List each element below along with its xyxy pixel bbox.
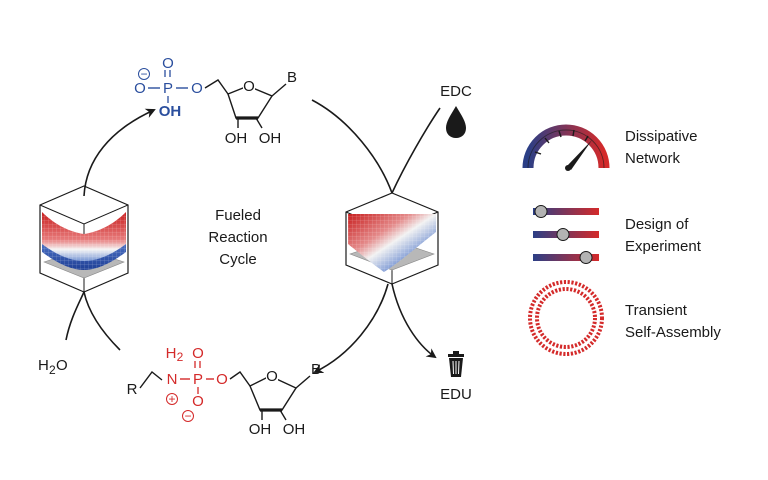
- svg-text:Fueled: Fueled: [215, 207, 261, 224]
- svg-text:Cycle: Cycle: [219, 251, 257, 268]
- svg-text:O: O: [192, 345, 204, 362]
- svg-text:B: B: [287, 69, 297, 86]
- energy-landscape-right: [345, 192, 439, 285]
- arrow-right-down: [313, 283, 389, 373]
- svg-text:EDC: EDC: [440, 83, 472, 100]
- svg-text:OH: OH: [225, 130, 248, 147]
- waste-output: EDU: [440, 351, 472, 403]
- trash-icon: [448, 351, 464, 377]
- svg-text:O: O: [243, 78, 255, 95]
- legend: Dissipative Network Design of Experiment…: [522, 124, 721, 356]
- svg-text:O: O: [191, 80, 203, 97]
- svg-text:Self-Assembly: Self-Assembly: [625, 324, 721, 341]
- svg-text:2: 2: [49, 363, 56, 377]
- svg-text:OH: OH: [159, 103, 182, 120]
- svg-text:H: H: [38, 357, 49, 374]
- svg-text:N: N: [167, 371, 178, 388]
- arrow-left-up: [83, 108, 156, 197]
- svg-text:Dissipative: Dissipative: [625, 128, 698, 145]
- arrow-bottom-left: [83, 291, 121, 351]
- svg-text:Reaction: Reaction: [208, 229, 267, 246]
- top-molecule: − O P O OH O O B OH OH: [134, 55, 297, 147]
- sliders-icon: [533, 205, 599, 264]
- fuel-input: EDC: [440, 83, 472, 138]
- svg-text:O: O: [134, 80, 146, 97]
- svg-text:O: O: [162, 55, 174, 72]
- svg-text:2: 2: [177, 350, 184, 364]
- svg-text:O: O: [192, 393, 204, 410]
- svg-text:Network: Network: [625, 150, 681, 167]
- svg-text:O: O: [216, 371, 228, 388]
- svg-text:OH: OH: [249, 421, 272, 438]
- center-label: Fueled Reaction Cycle: [208, 207, 267, 268]
- water-input: H 2 O: [38, 357, 68, 377]
- svg-text:+: +: [168, 392, 175, 406]
- svg-text:B: B: [311, 361, 321, 378]
- svg-text:OH: OH: [259, 130, 282, 147]
- svg-text:Experiment: Experiment: [625, 238, 702, 255]
- svg-text:OH: OH: [283, 421, 306, 438]
- svg-text:R: R: [127, 381, 138, 398]
- svg-text:−: −: [184, 409, 191, 423]
- svg-text:P: P: [193, 371, 203, 388]
- energy-landscape-left: [39, 185, 129, 293]
- svg-text:H: H: [166, 345, 177, 362]
- svg-text:O: O: [266, 368, 278, 385]
- arrow-water-in: [65, 291, 85, 341]
- svg-text:P: P: [163, 80, 173, 97]
- arrow-edu: [391, 283, 437, 359]
- gauge-icon: [522, 124, 610, 171]
- svg-text:Design of: Design of: [625, 216, 689, 233]
- arrow-top-right: [311, 99, 393, 194]
- arrow-edc-in: [391, 107, 441, 194]
- svg-text:Transient: Transient: [625, 302, 688, 319]
- svg-text:EDU: EDU: [440, 386, 472, 403]
- svg-text:−: −: [140, 67, 147, 81]
- svg-text:O: O: [56, 357, 68, 374]
- cycle-arrows: [65, 99, 441, 373]
- bottom-molecule: R H 2 N + P O O O − O B OH OH: [127, 345, 321, 438]
- droplet-icon: [446, 106, 466, 138]
- vesicle-icon: [528, 280, 604, 356]
